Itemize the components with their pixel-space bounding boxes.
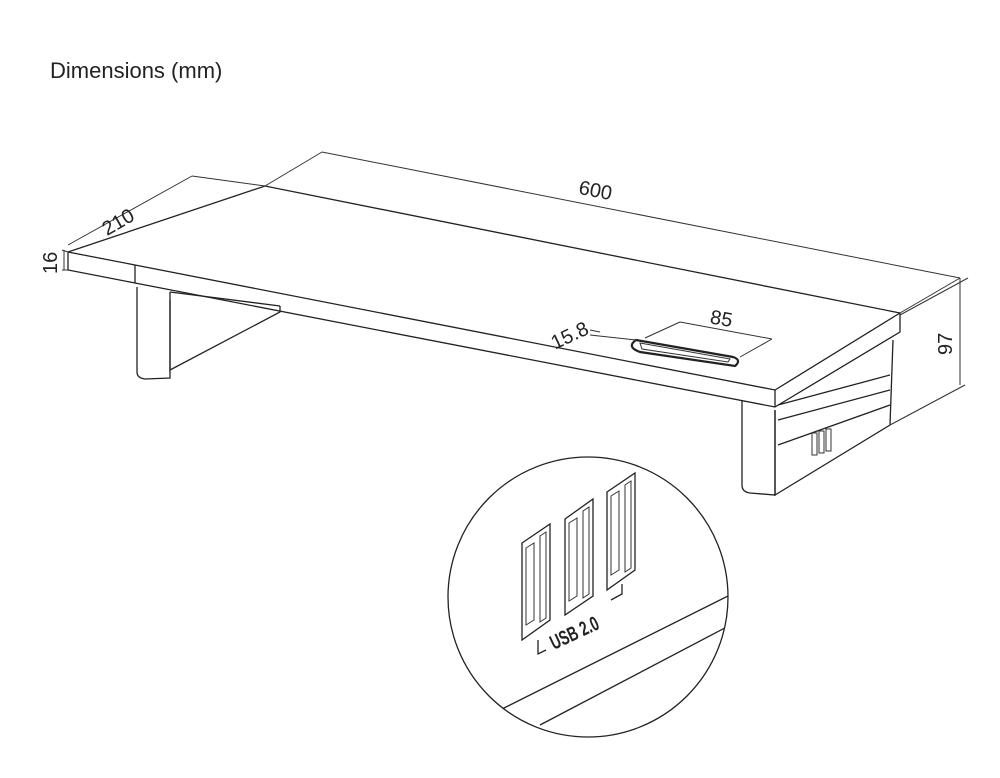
dimension-600: 600: [264, 151, 961, 314]
usb-label: USB 2.0: [546, 611, 603, 654]
dimension-15-8: 15.8: [548, 318, 637, 354]
right-leg-with-drawer: [741, 339, 894, 497]
usb-ports-small: [811, 428, 832, 456]
dim-height-label: 97: [935, 333, 957, 355]
dim-length-label: 600: [577, 177, 614, 205]
dimension-210: 210: [67, 175, 266, 246]
dimension-16: 16: [40, 249, 69, 274]
dim-depth-label: 210: [99, 205, 139, 241]
usb-port: [521, 522, 551, 642]
usb-detail-callout: USB 2.0: [447, 456, 729, 738]
diagram-title: Dimensions (mm): [50, 58, 223, 83]
dim-slot-length-label: 85: [708, 306, 734, 332]
usb-port: [606, 471, 636, 592]
dimension-85: 85: [644, 306, 773, 358]
board: [67, 185, 901, 408]
cable-slot: [630, 338, 740, 368]
left-leg: [136, 287, 281, 380]
dim-slot-width-label: 15.8: [548, 318, 593, 354]
dimension-97: 97: [889, 277, 969, 426]
usb-port: [564, 497, 594, 617]
dim-thickness-label: 16: [40, 252, 62, 274]
